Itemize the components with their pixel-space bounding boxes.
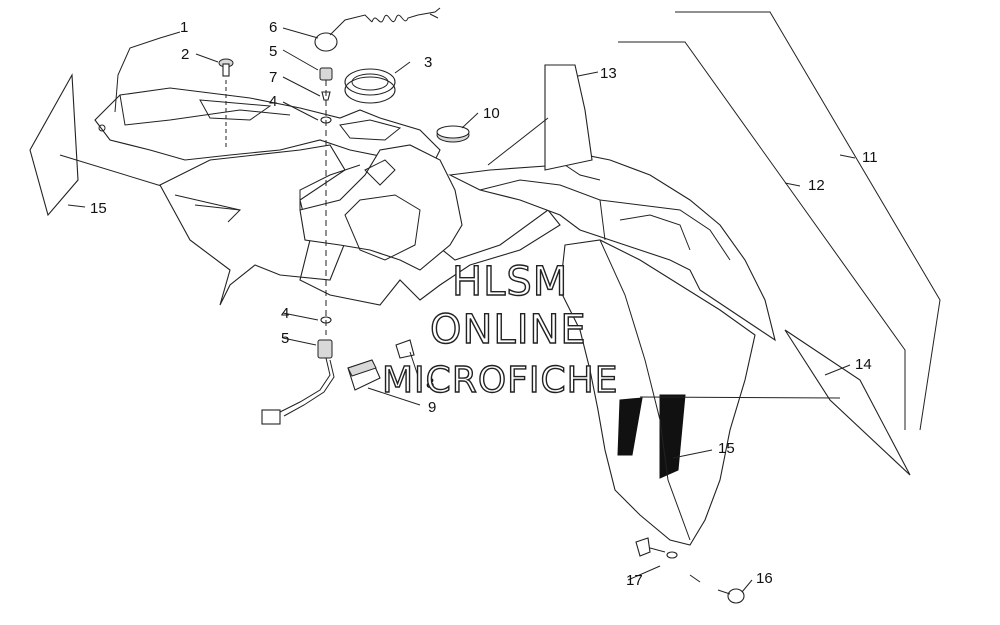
callout-5-upper: 5 [269, 43, 277, 60]
watermark-line-1: HLSM [452, 259, 568, 305]
callout-15-right: 15 [718, 440, 735, 457]
callout-9: 9 [428, 399, 436, 416]
filler-ring [344, 68, 396, 96]
callout-14: 14 [855, 356, 872, 373]
lower-fasteners [635, 537, 745, 604]
top-fin [544, 64, 593, 171]
callout-1: 1 [180, 19, 188, 36]
watermark-line-2: ONLINE [430, 307, 587, 353]
sender-module [347, 359, 381, 391]
callout-10: 10 [483, 105, 500, 122]
callout-4-upper: 4 [269, 93, 277, 110]
callout-13: 13 [600, 65, 617, 82]
callout-17: 17 [626, 572, 643, 589]
watermark-line-3: MICROFICHE [382, 360, 618, 401]
callout-5-lower: 5 [281, 330, 289, 347]
callout-7: 7 [269, 69, 277, 86]
clip [395, 339, 415, 359]
callout-2: 2 [181, 46, 189, 63]
callout-11: 11 [862, 149, 878, 166]
callout-6: 6 [269, 19, 277, 36]
tank-shell [159, 144, 561, 306]
left-decal [29, 73, 79, 217]
upper-console [94, 87, 441, 171]
callout-15-left: 15 [90, 200, 107, 217]
rear-side-panel [448, 154, 776, 342]
right-decal [784, 329, 911, 476]
callout-4-lower: 4 [281, 305, 289, 322]
callout-16: 16 [756, 570, 773, 587]
callout-3: 3 [424, 54, 432, 71]
sensor-wire [261, 339, 335, 425]
screw [218, 58, 234, 77]
callout-12: 12 [808, 177, 825, 194]
callout-8: 8 [426, 375, 434, 392]
tether-spring [314, 7, 441, 52]
